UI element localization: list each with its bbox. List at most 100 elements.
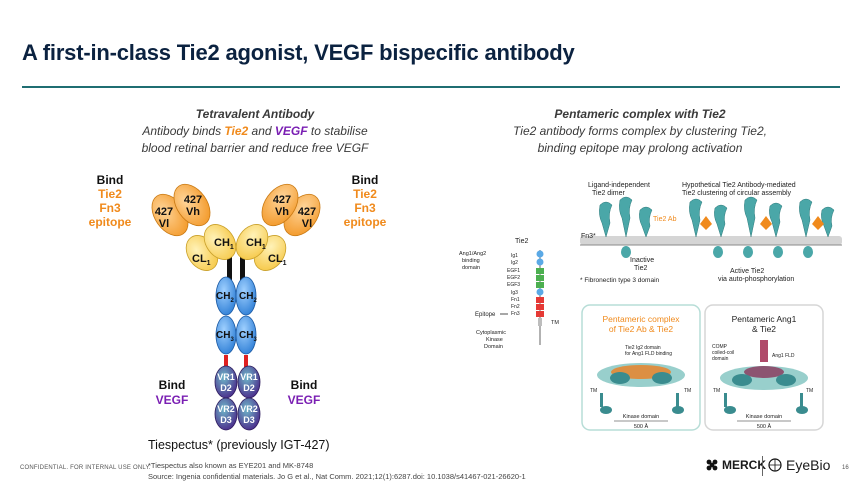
vr2-right-domain (237, 397, 261, 431)
cl-left-label: CL1 (192, 253, 211, 267)
ch1-left-label: CH1 (214, 237, 234, 251)
bind-vegf-right-word: Bind (291, 378, 318, 392)
box1-note2: for Ang1 FLD binding (625, 351, 672, 357)
egf3-dot (536, 282, 544, 288)
tie2-domains (536, 250, 544, 326)
dom-fn3: Fn3 (511, 311, 520, 317)
merck-mark-icon (706, 459, 718, 471)
left-line1: Antibody binds Tie2 and VEGF to stabilis… (142, 124, 367, 138)
vr2-right-text: VR2 (240, 404, 258, 414)
antibody-diagram: 427 Vl 427 Vh 427 Vh 427 Vl CH1 CH1 CL1 … (151, 183, 321, 431)
box2-fld: Ang1 FLD (772, 353, 795, 359)
fn2-dot (536, 304, 544, 310)
ch1-right-domain (235, 224, 269, 260)
dom-fn2: Fn2 (511, 304, 520, 310)
clustering-panel: Ligand-independent Tie2 dimer Hypothetic… (580, 182, 842, 284)
logo-divider (762, 456, 763, 476)
box1-structure (597, 363, 685, 414)
kinase-glyphs (621, 246, 813, 258)
fn-note: * Fibronectin type 3 domain (580, 277, 660, 284)
vr1-right-text: VR1 (240, 372, 258, 382)
merck-logo-text: MERCK (722, 458, 766, 472)
ig1-dot (536, 250, 544, 258)
cyto-line1: Cytoplasmic (476, 330, 506, 336)
cl-right-label: CL1 (268, 253, 287, 267)
right-heading: Pentameric complex with Tie2 (554, 107, 726, 121)
slide-title: A first-in-class Tie2 agonist, VEGF bisp… (22, 40, 575, 65)
d2-right-text: D2 (243, 383, 255, 393)
ig3-dot (536, 288, 544, 296)
box1-scale: 500 Å (634, 423, 649, 430)
vr2-left-text: VR2 (217, 404, 235, 414)
pentameric-ang1-box: Pentameric Ang1 & Tie2 COMP coiled-coil … (704, 304, 824, 431)
ang-line3: domain (462, 265, 480, 271)
inactive-line1: Inactive (630, 257, 654, 264)
box2-tm-left: TM (713, 388, 720, 394)
dom-egf1: EGF1 (507, 268, 520, 274)
egf1-dot (536, 268, 544, 274)
vh-right-text: Vh (275, 206, 289, 218)
box2-structure (720, 340, 808, 414)
left-line1-a: Antibody binds (142, 124, 225, 138)
left-vegf-label: Bind VEGF (156, 378, 189, 407)
tie2ab-label: Tie2 Ab (653, 216, 677, 223)
vegf-right-word: VEGF (288, 393, 321, 407)
box2-tm-right: TM (806, 388, 813, 394)
left-line1-tie2: Tie2 (224, 124, 249, 138)
lig-ind-line2: Tie2 dimer (592, 190, 625, 197)
ch1-left-domain (203, 224, 237, 260)
dom-fn1: Fn1 (511, 297, 520, 303)
tie2-domain-schematic: Tie2 Ang1/Ang2 binding domain Ig1 Ig2 EG… (459, 238, 559, 350)
ch3-right-domain (235, 315, 257, 355)
ch3-left-label: CH3 (216, 330, 234, 343)
right-vegf-label: Bind VEGF (288, 378, 321, 407)
ch2-right-domain (235, 276, 257, 316)
hypo-line2: Tie2 clustering of circular assembly (682, 190, 792, 197)
dom-egf2: EGF2 (507, 275, 520, 281)
hinge-left (227, 256, 232, 286)
bind-tie2-left-word: Bind (97, 173, 124, 187)
active-line2: via auto-phosphorylation (718, 276, 794, 283)
left-line1-vegf: VEGF (274, 124, 308, 138)
cyto-line3: Domain (484, 344, 503, 350)
right-tie2-label: Bind Tie2 Fn3 epitope (344, 173, 387, 229)
linker-left (224, 355, 228, 367)
ig2-dot (536, 258, 544, 266)
fn3-right-word: Fn3 (354, 201, 376, 215)
epitope-label: Epitope (475, 312, 496, 318)
box2-comp3: domain (712, 356, 729, 362)
receptor-glyphs (599, 196, 835, 238)
vl-left-text: Vl (159, 218, 169, 230)
vl-left-num: 427 (155, 206, 173, 218)
ch1-right-label: CH1 (246, 237, 266, 251)
tie2-ab-glyphs (700, 216, 824, 230)
vh-right-domain (261, 183, 299, 227)
eyebio-logo: EyeBio (768, 457, 830, 473)
eyebio-mark-icon (768, 458, 782, 472)
vh-right-num: 427 (273, 194, 291, 206)
tm-segment (538, 318, 542, 326)
box2-comp2: coiled-coil (712, 350, 734, 356)
dom-ig1: Ig1 (511, 253, 518, 259)
vl-right-text: Vl (302, 218, 312, 230)
pentameric-ab-box: Pentameric complex of Tie2 Ab & Tie2 Tie… (581, 304, 701, 431)
ang-line1: Ang1/Ang2 (459, 251, 486, 257)
inactive-line2: Tie2 (634, 265, 647, 272)
box1-tm-right: TM (684, 388, 691, 394)
vh-left-domain (173, 183, 211, 227)
box1-title2: of Tie2 Ab & Tie2 (609, 324, 674, 334)
box2-title1: Pentameric Ang1 (732, 314, 797, 324)
vh-left-text: Vh (186, 206, 200, 218)
source-citation: Source: Ingenia confidential materials. … (148, 472, 526, 481)
egf2-dot (536, 275, 544, 281)
lig-ind-line1: Ligand-independent (588, 182, 650, 189)
vh-left-num: 427 (184, 194, 202, 206)
ch2-left-label: CH2 (216, 291, 234, 304)
right-line1: Tie2 antibody forms complex by clusterin… (513, 124, 767, 138)
membrane-band (580, 236, 842, 245)
eyebio-logo-text: EyeBio (786, 457, 831, 473)
epitope-right-word: epitope (344, 215, 387, 229)
confidential-notice: CONFIDENTIAL. FOR INTERNAL USE ONLY. (20, 465, 151, 471)
dom-ig2: Ig2 (511, 260, 518, 266)
d3-right-text: D3 (243, 415, 255, 425)
